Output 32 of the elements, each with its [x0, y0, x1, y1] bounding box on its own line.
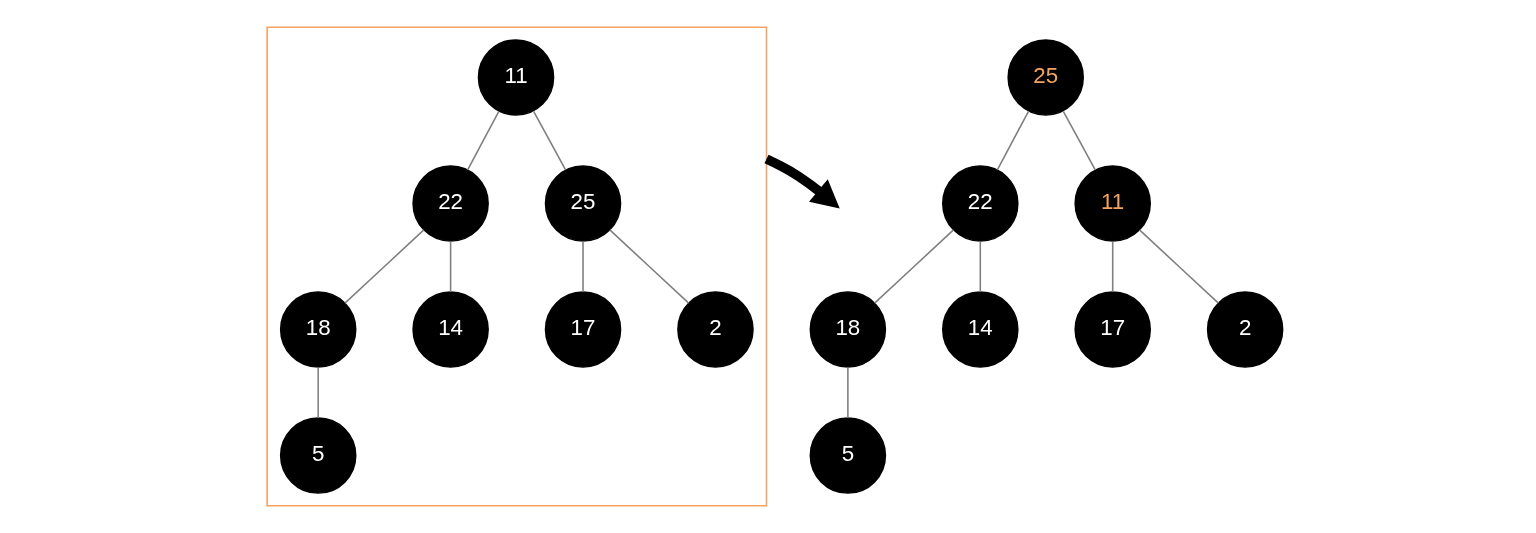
connector — [1062, 110, 1096, 171]
connector — [608, 229, 689, 304]
connector — [532, 110, 566, 171]
node-circle: 18 — [809, 291, 886, 368]
node-circle: 14 — [411, 291, 489, 368]
node-circle: 22 — [941, 165, 1019, 242]
connector — [873, 229, 954, 304]
node-circle: 2 — [676, 291, 754, 368]
node-circle: 17 — [1073, 291, 1151, 368]
connector — [979, 240, 981, 293]
node-circle: 11 — [477, 39, 554, 116]
node-circle: 22 — [411, 165, 489, 242]
node-circle: 5 — [279, 417, 356, 494]
node-circle: 18 — [279, 291, 356, 368]
connector — [343, 229, 425, 304]
connector — [449, 240, 451, 293]
connector — [581, 240, 584, 293]
node-circle: 2 — [1206, 291, 1283, 368]
node-circle: 5 — [809, 417, 886, 494]
node-circle: 25 — [1006, 39, 1084, 116]
node-circle: 11 — [1073, 165, 1151, 242]
node-circle: 17 — [544, 291, 621, 368]
arrow — [763, 154, 840, 209]
connector — [316, 366, 319, 419]
connector — [846, 366, 849, 419]
connector — [466, 110, 500, 171]
node-circle: 14 — [941, 291, 1019, 368]
connector — [1138, 229, 1219, 304]
node-circle: 25 — [544, 165, 621, 242]
connector — [996, 110, 1029, 171]
cluster — [265, 26, 767, 507]
connector — [1111, 240, 1113, 293]
